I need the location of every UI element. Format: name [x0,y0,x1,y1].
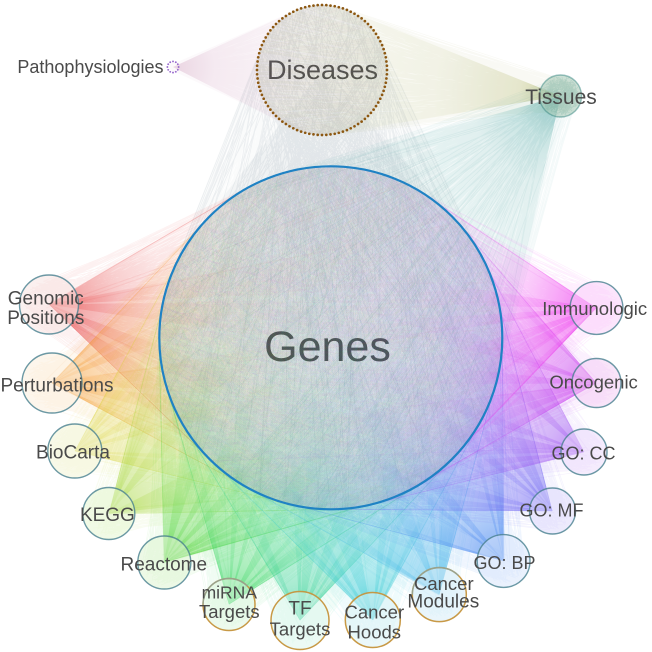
svg-text:Genomic: Genomic [8,289,84,310]
svg-text:miRNA: miRNA [202,582,258,602]
svg-text:GO: CC: GO: CC [551,444,615,464]
svg-text:Cancer: Cancer [344,602,404,623]
svg-text:Modules: Modules [407,592,479,613]
svg-text:Cancer: Cancer [414,573,474,594]
svg-text:BioCarta: BioCarta [36,443,110,464]
svg-text:Reactome: Reactome [120,555,207,576]
svg-text:Tissues: Tissues [525,86,597,109]
svg-text:GO: MF: GO: MF [520,501,584,521]
svg-text:Positions: Positions [7,308,84,329]
svg-text:Oncogenic: Oncogenic [549,371,637,392]
svg-text:Perturbations: Perturbations [0,375,113,396]
svg-text:Hoods: Hoods [348,622,401,643]
svg-text:GO: BP: GO: BP [473,553,535,573]
svg-text:Targets: Targets [270,619,331,640]
svg-text:KEGG: KEGG [80,505,135,526]
svg-text:Targets: Targets [199,601,260,622]
svg-text:Pathophysiologies: Pathophysiologies [17,57,163,77]
svg-text:TF: TF [288,599,311,620]
svg-text:Immunologic: Immunologic [542,298,647,319]
